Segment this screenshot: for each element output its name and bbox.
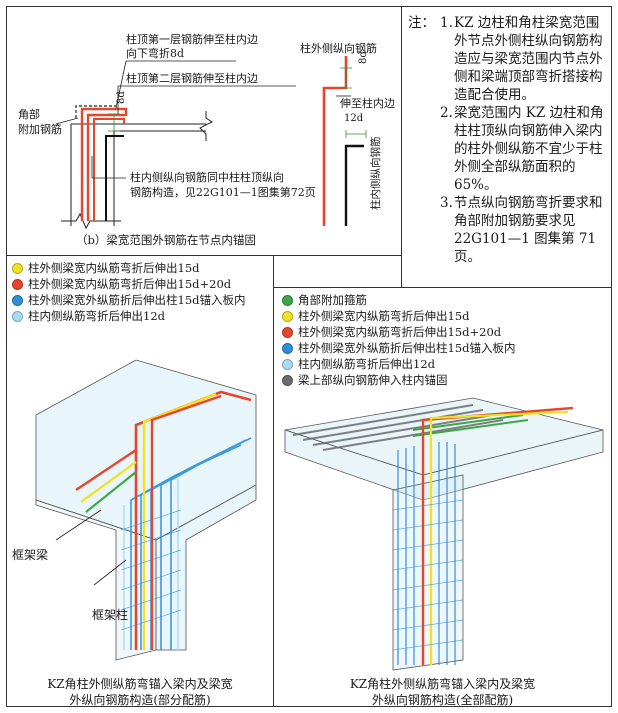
legend-row: 柱内侧纵筋弯折后伸出12d <box>12 308 246 324</box>
right-3d-model <box>284 397 604 671</box>
left-caption-line2: 外纵向钢筋构造(部分配筋) <box>69 693 211 707</box>
legend-dot-gray <box>282 374 293 386</box>
note-item-3: 节点纵向钢筋弯折要求和角部附加钢筋要求见 22G101—1 图集第 71 页。 <box>454 195 603 265</box>
right-caption-line2: 外纵向钢筋构造(全部配筋) <box>371 693 514 707</box>
label-top-layer1-line2: 向下弯折8d <box>126 47 185 60</box>
label-8d-left: 8d <box>116 91 127 104</box>
note-item-2: 梁宽范围内 KZ 边柱和角柱柱顶纵向钢筋伸入梁内的柱外侧纵筋不宜少于柱外侧全部纵… <box>454 105 604 193</box>
note-item-2-num: 2. <box>440 105 453 121</box>
legend-text: 柱内侧纵筋弯折后伸出12d <box>298 357 435 371</box>
label-inner-vertical: 柱内侧纵向钢筋 <box>370 136 382 211</box>
right-caption-line1: KZ角柱外侧纵筋弯锚入梁内及梁宽 <box>349 677 536 691</box>
drawing-caption: （b）梁宽范围外钢筋在节点内锚固 <box>76 233 256 247</box>
legend-dot-yellow <box>12 262 23 274</box>
legend-row: 角部附加箍筋 <box>282 292 516 308</box>
legend-row: 柱外侧梁宽外纵筋折后伸出柱15d锚入板内 <box>12 292 246 308</box>
legend-dot-red <box>12 278 23 290</box>
legend-text: 柱内侧纵筋弯折后伸出12d <box>28 309 165 323</box>
right-legend: 角部附加箍筋 柱外侧梁宽内纵筋弯折后伸出15d 柱外侧梁宽内纵筋弯折后伸出15d… <box>282 292 516 388</box>
label-extend-inner: 伸至柱内边 <box>340 97 395 110</box>
legend-text: 柱外侧梁宽内纵筋弯折后伸出15d <box>28 261 200 275</box>
legend-row: 柱外侧梁宽外纵筋折后伸出柱15d锚入板内 <box>282 340 516 356</box>
label-inner-line1: 柱内侧纵向钢筋同中柱柱顶纵向 <box>130 171 284 184</box>
legend-dot-blue <box>282 342 293 354</box>
label-outer-bars: 柱外侧纵向钢筋 <box>300 42 377 55</box>
left-caption: KZ角柱外侧纵筋弯锚入梁内及梁宽 外纵向钢筋构造(部分配筋) <box>6 676 274 708</box>
note-item-1-num: 1. <box>440 15 453 31</box>
legend-row: 梁上部纵向钢筋伸入柱内锚固 <box>282 372 516 388</box>
note-item-3-num: 3. <box>440 195 453 211</box>
label-8d-right: 8d <box>358 51 369 64</box>
legend-dot-lightblue <box>12 310 23 322</box>
bottom-right-panel <box>273 287 612 707</box>
label-corner-line2: 附加钢筋 <box>18 123 62 136</box>
label-inner-line2: 钢筋构造，见22G101—1图集第72页 <box>130 186 316 199</box>
note-item-1: KZ 边柱和角柱梁宽范围外节点外侧柱纵向钢筋构造应与梁宽范围内节点外侧和梁端顶部… <box>454 15 603 103</box>
legend-text: 角部附加箍筋 <box>298 293 367 307</box>
legend-text: 柱外侧梁宽外纵筋折后伸出柱15d锚入板内 <box>298 341 516 355</box>
legend-dot-red <box>282 326 293 338</box>
middle-spacer <box>273 255 402 288</box>
left-3d-model <box>35 359 257 661</box>
label-12d: 12d <box>344 113 364 124</box>
legend-row: 柱外侧梁宽内纵筋弯折后伸出15d+20d <box>282 324 516 340</box>
legend-dot-lightblue <box>282 358 293 370</box>
rebar-anchor-drawing <box>55 56 367 230</box>
label-frame-column: 框架柱 <box>92 608 129 622</box>
notes-block: 注： 1. KZ 边柱和角柱梁宽范围外节点外侧柱纵向钢筋构造应与梁宽范围内节点外… <box>408 14 612 266</box>
legend-dot-yellow <box>282 310 293 322</box>
note-label: 注： <box>408 15 435 31</box>
right-caption: KZ角柱外侧纵筋弯锚入梁内及梁宽 外纵向钢筋构造(全部配筋) <box>273 676 612 708</box>
label-top-layer2: 柱顶第二层钢筋伸至柱内边 <box>126 72 258 85</box>
legend-text: 梁上部纵向钢筋伸入柱内锚固 <box>298 373 448 387</box>
left-legend: 柱外侧梁宽内纵筋弯折后伸出15d 柱外侧梁宽内纵筋弯折后伸出15d+20d 柱外… <box>12 260 246 324</box>
legend-row: 柱内侧纵筋弯折后伸出12d <box>282 356 516 372</box>
left-caption-line1: KZ角柱外侧纵筋弯锚入梁内及梁宽 <box>47 677 233 691</box>
legend-text: 柱外侧梁宽内纵筋弯折后伸出15d <box>298 309 470 323</box>
legend-dot-green <box>282 294 293 306</box>
legend-row: 柱外侧梁宽内纵筋弯折后伸出15d+20d <box>12 276 246 292</box>
legend-text: 柱外侧梁宽外纵筋折后伸出柱15d锚入板内 <box>28 293 246 307</box>
legend-text: 柱外侧梁宽内纵筋弯折后伸出15d+20d <box>28 277 232 291</box>
legend-dot-blue <box>12 294 23 306</box>
label-top-layer1-line1: 柱顶第一层钢筋伸至柱内边 <box>126 33 258 46</box>
label-corner-line1: 角部 <box>18 108 40 121</box>
label-frame-beam: 框架梁 <box>12 548 49 562</box>
legend-row: 柱外侧梁宽内纵筋弯折后伸出15d <box>12 260 246 276</box>
legend-row: 柱外侧梁宽内纵筋弯折后伸出15d <box>282 308 516 324</box>
legend-text: 柱外侧梁宽内纵筋弯折后伸出15d+20d <box>298 325 502 339</box>
